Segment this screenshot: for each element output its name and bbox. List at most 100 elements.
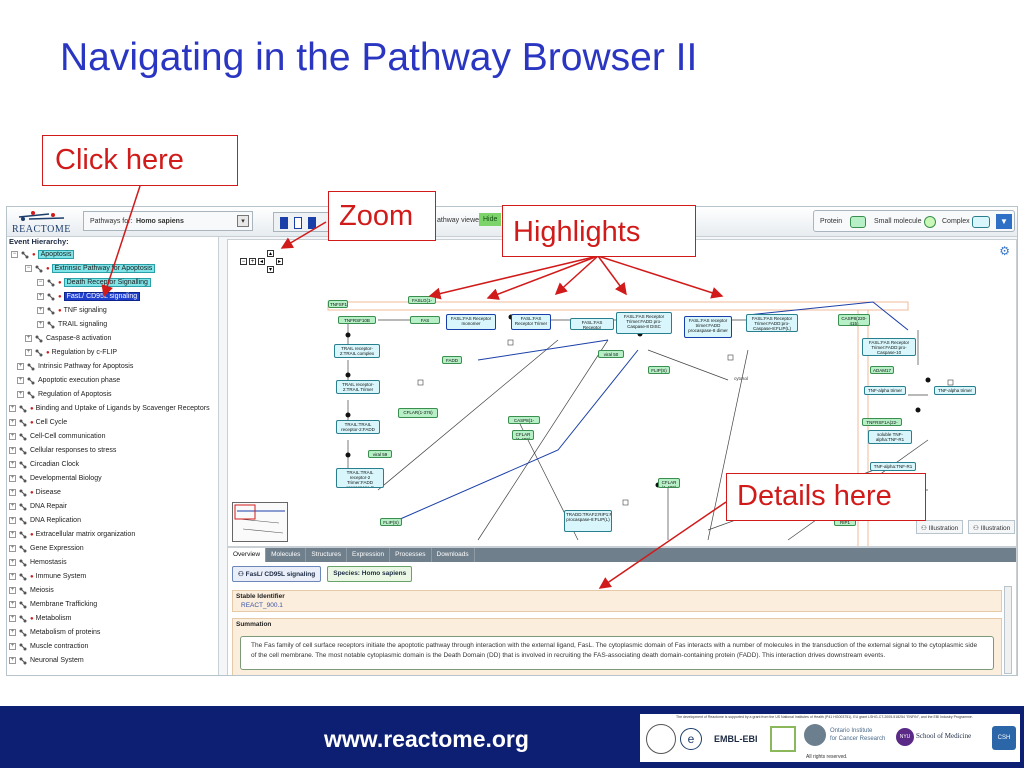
view-layout-buttons[interactable] bbox=[273, 212, 329, 232]
diagram-node[interactable]: TRAIL:TRAIL receptor-2 Trimer:FADD proca… bbox=[336, 468, 384, 488]
tree-item-disease[interactable]: + ● Disease bbox=[9, 487, 61, 498]
zoom-out-icon[interactable]: − bbox=[240, 258, 247, 265]
tree-item-trail-signaling[interactable]: + TRAIL signaling bbox=[37, 319, 107, 330]
diagram-node[interactable]: ADAM17 bbox=[870, 366, 894, 374]
tree-item-neuronal[interactable]: + Neuronal System bbox=[9, 655, 84, 666]
pathway-chip[interactable]: ⚇ FasL/ CD95L signaling bbox=[232, 566, 322, 582]
gear-icon[interactable]: ⚙ bbox=[999, 244, 1010, 258]
diagram-node[interactable]: TNFSF10 bbox=[328, 300, 348, 308]
diagram-node[interactable]: TNF-alpha trimer bbox=[864, 386, 906, 395]
expand-icon[interactable]: + bbox=[9, 475, 16, 482]
collapse-icon[interactable]: − bbox=[25, 265, 32, 272]
pan-up-icon[interactable]: ▴ bbox=[267, 250, 274, 257]
expand-icon[interactable]: + bbox=[9, 405, 16, 412]
tab-overview[interactable]: Overview bbox=[228, 548, 267, 562]
layout-icon[interactable] bbox=[308, 217, 316, 229]
tab-expression[interactable]: Expression bbox=[347, 548, 391, 562]
expand-icon[interactable]: + bbox=[9, 601, 16, 608]
illustration-button[interactable]: ⚇ Illustration bbox=[916, 520, 964, 534]
diagram-node[interactable]: viral 50 bbox=[598, 350, 624, 358]
tree-item-ecm[interactable]: + ● Extracellular matrix organization bbox=[9, 529, 135, 540]
diagram-node[interactable]: TNF-alpha:TNF-R1 bbox=[870, 462, 916, 471]
diagram-node[interactable]: FASL:FAS Receptor monomer bbox=[446, 314, 496, 330]
diagram-node[interactable]: viral 59 bbox=[368, 450, 392, 458]
tree-item-circadian[interactable]: + Circadian Clock bbox=[9, 459, 79, 470]
expand-icon[interactable]: + bbox=[9, 531, 16, 538]
collapse-icon[interactable]: − bbox=[11, 251, 18, 258]
diagram-node[interactable]: TRADD:TRAF2:RIP1:FADD procaspase-8:FLIP(… bbox=[564, 510, 612, 532]
tree-item-cflip[interactable]: + ● Regulation by c-FLIP bbox=[25, 347, 117, 358]
expand-icon[interactable]: + bbox=[9, 629, 16, 636]
tree-item-membrane[interactable]: + Membrane Trafficking bbox=[9, 599, 97, 610]
expand-icon[interactable]: + bbox=[17, 391, 24, 398]
diagram-node[interactable]: FADD bbox=[442, 356, 462, 364]
tab-processes[interactable]: Processes bbox=[390, 548, 432, 562]
expand-icon[interactable]: + bbox=[17, 363, 24, 370]
pan-down-icon[interactable]: ▾ bbox=[267, 266, 274, 273]
diagram-node[interactable]: TNFRSF10B bbox=[338, 316, 376, 324]
tree-item-metabolism[interactable]: + ● Metabolism bbox=[9, 613, 71, 624]
diagram-node[interactable]: FASL:FAS Receptor Trimer:FADD bbox=[570, 318, 614, 330]
tree-item-caspase8[interactable]: + Caspase-8 activation bbox=[25, 333, 111, 344]
diagram-node[interactable]: FASL:FAS Receptor Trimer bbox=[511, 314, 551, 330]
tab-structures[interactable]: Structures bbox=[306, 548, 347, 562]
expand-icon[interactable]: + bbox=[9, 419, 16, 426]
diagram-node[interactable]: CFLAR (1-480) bbox=[658, 478, 680, 488]
diagram-node[interactable]: TNFRSF1A(22-455) bbox=[862, 418, 902, 426]
layout-icon[interactable] bbox=[280, 217, 288, 229]
tab-molecules[interactable]: Molecules bbox=[266, 548, 307, 562]
expand-icon[interactable]: + bbox=[37, 321, 44, 328]
diagram-node[interactable]: FASLG(1-281) bbox=[408, 296, 436, 304]
diagram-node[interactable]: FASL:FAS Receptor Trimer:FADD pro-Caspas… bbox=[616, 312, 672, 334]
tree-item-muscle[interactable]: + Muscle contraction bbox=[9, 641, 88, 652]
diagram-node[interactable]: FASL:FAS Receptor Trimer:FADD:pro-Caspas… bbox=[862, 338, 916, 356]
tree-item-metabolism-proteins[interactable]: + Metabolism of proteins bbox=[9, 627, 100, 638]
diagram-node[interactable]: TRAIL receptor-2:TRAIL Trimer bbox=[336, 380, 380, 394]
tree-item-dna-replication[interactable]: + DNA Replication bbox=[9, 515, 81, 526]
expand-icon[interactable]: + bbox=[9, 587, 16, 594]
chevron-down-icon[interactable]: ▼ bbox=[996, 214, 1012, 229]
expand-icon[interactable]: + bbox=[9, 657, 16, 664]
tree-item-meiosis[interactable]: + Meiosis bbox=[9, 585, 54, 596]
tree-item-gene-expression[interactable]: + Gene Expression bbox=[9, 543, 84, 554]
species-selector[interactable]: Pathways for: Homo sapiens ▾ bbox=[83, 211, 253, 231]
tree-item-cell-cell[interactable]: + Cell-Cell communication bbox=[9, 431, 105, 442]
tree-item-cell-cycle[interactable]: + ● Cell Cycle bbox=[9, 417, 67, 428]
expand-icon[interactable]: + bbox=[25, 335, 32, 342]
diagram-node[interactable]: FASL:FAS Receptor Trimer:FADD:pro-Caspas… bbox=[746, 314, 798, 332]
diagram-node[interactable]: TNF-alpha trimer bbox=[934, 386, 976, 395]
expand-icon[interactable]: + bbox=[9, 545, 16, 552]
tree-item-execution[interactable]: + Apoptotic execution phase bbox=[17, 375, 120, 386]
illustration-button[interactable]: ⚇ Illustration bbox=[968, 520, 1016, 534]
details-scrollbar[interactable] bbox=[1004, 586, 1012, 674]
expand-icon[interactable]: + bbox=[9, 643, 16, 650]
tree-item-death-receptor[interactable]: − ● Death Receptor Signalling bbox=[37, 277, 151, 288]
stable-id-value[interactable]: REACT_900.1 bbox=[241, 602, 283, 609]
tree-item-hemostasis[interactable]: + Hemostasis bbox=[9, 557, 67, 568]
tree-item-apoptosis[interactable]: − ● Apoptosis bbox=[11, 249, 75, 260]
diagram-thumbnail[interactable] bbox=[232, 502, 288, 542]
tree-item-regulation-apoptosis[interactable]: + Regulation of Apoptosis bbox=[17, 389, 112, 400]
tree-item-stress[interactable]: + Cellular responses to stress bbox=[9, 445, 116, 456]
expand-icon[interactable]: + bbox=[37, 293, 44, 300]
diagram-node[interactable]: soluble TNF-alpha:TNF-R1 bbox=[868, 430, 912, 444]
diagram-node[interactable]: FASL:FAS receptor trimer:FADD procaspase… bbox=[684, 316, 732, 338]
expand-icon[interactable]: + bbox=[9, 489, 16, 496]
collapse-icon[interactable]: − bbox=[37, 279, 44, 286]
expand-icon[interactable]: + bbox=[25, 349, 32, 356]
diagram-node[interactable]: FLIP(S) bbox=[380, 518, 402, 526]
diagram-node[interactable]: TRAIL receptor-2:TRAIL complex bbox=[334, 344, 380, 358]
expand-icon[interactable]: + bbox=[9, 433, 16, 440]
tree-item-fasl-signaling[interactable]: + ● FasL/ CD95L signaling bbox=[37, 291, 141, 302]
tree-item-tnf-signaling[interactable]: + ● TNF signaling bbox=[37, 305, 107, 316]
tree-item-scavenger[interactable]: + ● Binding and Uptake of Ligands by Sca… bbox=[9, 403, 210, 414]
expand-icon[interactable]: + bbox=[9, 559, 16, 566]
tree-item-developmental[interactable]: + Developmental Biology bbox=[9, 473, 102, 484]
diagram-node[interactable]: CASP8(1-479) bbox=[508, 416, 540, 424]
diagram-node[interactable]: FAS bbox=[410, 316, 440, 324]
diagram-node[interactable]: FLIP(S) bbox=[648, 366, 670, 374]
tab-downloads[interactable]: Downloads bbox=[432, 548, 475, 562]
chevron-down-icon[interactable]: ▾ bbox=[237, 215, 249, 227]
zoom-in-icon[interactable]: + bbox=[249, 258, 256, 265]
pan-right-icon[interactable]: ▸ bbox=[276, 258, 283, 265]
